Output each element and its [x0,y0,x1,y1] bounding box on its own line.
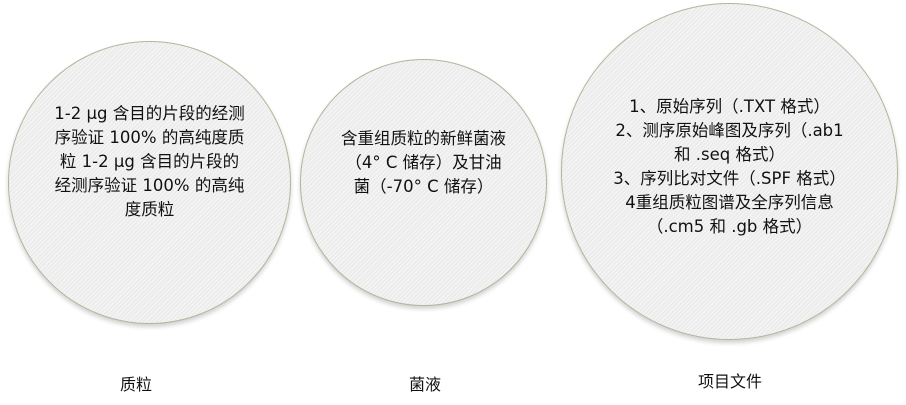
plasmid-line-1: 1-2 μg 含目的片段的经测 [54,103,245,123]
plasmid-line-4: 经测序验证 100% 的高纯 [54,175,245,195]
bacteria-line-2: （4° C 储存）及甘油 [345,152,502,172]
bacteria-line-3: 菌（-70° C 储存） [353,176,494,196]
bacteria-line-1: 含重组质粒的新鲜菌液 [341,128,506,148]
project-files-circle: 1、原始序列（.TXT 格式） 2、测序原始峰图及序列（.ab1 和 .seq … [561,3,898,340]
files-line-1: 1、原始序列（.TXT 格式） [629,97,830,116]
plasmid-line-3: 粒 1-2 μg 含目的片段的 [59,151,240,171]
plasmid-line-2: 序验证 100% 的高纯度质 [54,127,245,147]
files-line-4: 3、序列比对文件（.SPF 格式） [613,169,846,188]
bacteria-description: 含重组质粒的新鲜菌液 （4° C 储存）及甘油 菌（-70° C 储存） [314,127,534,199]
files-line-5: 4重组质粒图谱及全序列信息 [625,193,834,212]
files-line-2: 2、测序原始峰图及序列（.ab1 [615,121,844,140]
files-line-6: （.cm5 和 .gb 格式） [646,217,813,236]
project-files-description: 1、原始序列（.TXT 格式） 2、测序原始峰图及序列（.ab1 和 .seq … [585,95,875,239]
bacteria-circle: 含重组质粒的新鲜菌液 （4° C 储存）及甘油 菌（-70° C 储存） [300,59,547,306]
plasmid-description: 1-2 μg 含目的片段的经测 序验证 100% 的高纯度质 粒 1-2 μg … [30,102,270,222]
plasmid-circle: 1-2 μg 含目的片段的经测 序验证 100% 的高纯度质 粒 1-2 μg … [8,41,291,324]
bacteria-label: 菌液 [408,375,442,394]
project-files-label: 项目文件 [697,372,763,391]
plasmid-label: 质粒 [119,375,153,394]
plasmid-line-5: 度质粒 [124,199,175,219]
files-line-3: 和 .seq 格式） [674,145,785,164]
